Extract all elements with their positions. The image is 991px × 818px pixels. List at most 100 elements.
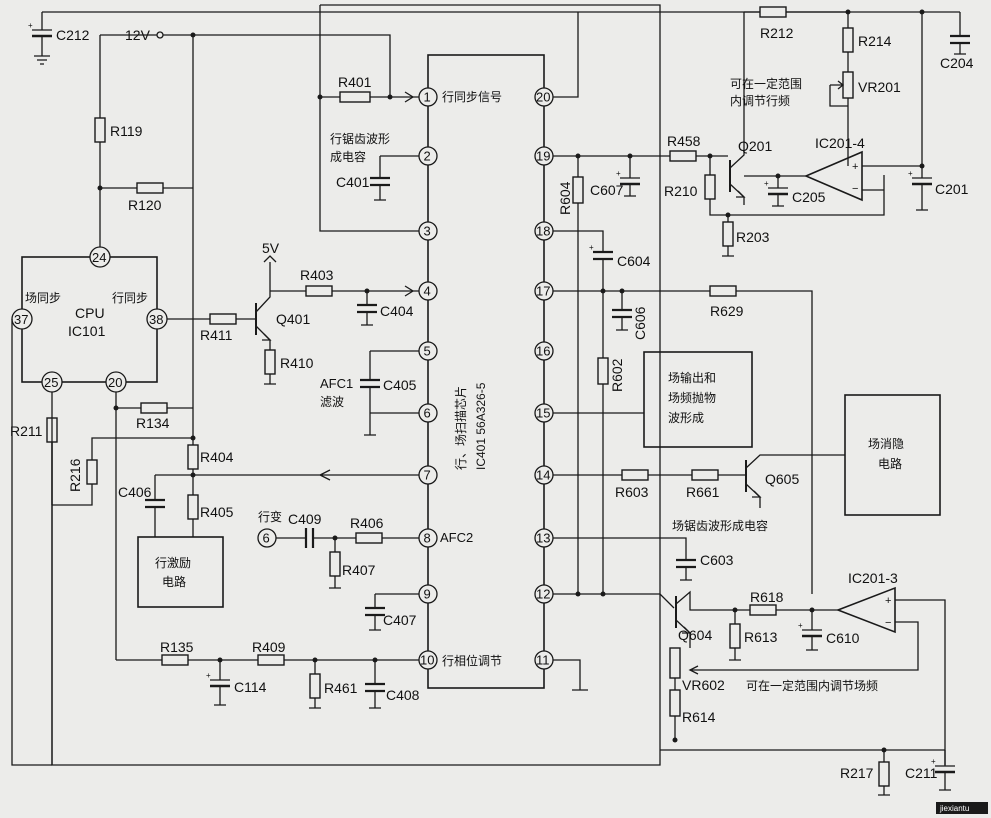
R461-label: R461 bbox=[324, 680, 358, 696]
svg-text:+: + bbox=[885, 595, 891, 607]
q401-section: R411 5V R410 Q401 R403 C404 bbox=[167, 240, 419, 385]
pin-8: 8 bbox=[424, 531, 431, 546]
ic201-4-opamp: + − IC201-4 bbox=[803, 135, 925, 202]
pin-3: 3 bbox=[424, 224, 431, 239]
watermark-text: jiexiantu bbox=[939, 804, 969, 813]
cpu-ref: IC101 bbox=[68, 323, 106, 339]
pin-19: 19 bbox=[536, 149, 550, 164]
R404-label: R404 bbox=[200, 449, 234, 465]
pin-15: 15 bbox=[536, 406, 550, 421]
R401-label: R401 bbox=[338, 74, 372, 90]
cpu-pin-25: 25 bbox=[44, 375, 58, 390]
R403-label: R403 bbox=[300, 267, 334, 283]
v-output-line1: 场输出和 bbox=[668, 370, 716, 385]
pin11-ground bbox=[553, 659, 588, 691]
C205-label: C205 bbox=[792, 189, 826, 205]
pin1-note: 行同步信号 bbox=[442, 90, 502, 104]
R134-label: R134 bbox=[136, 415, 170, 431]
C603-label: C603 bbox=[700, 552, 734, 568]
pin19-section: R604 + C607 R458 R210 Q201 R203 + C205 bbox=[553, 12, 885, 594]
svg-text:+: + bbox=[616, 169, 621, 178]
cpu-ic101: CPU IC101 场同步 行同步 24 37 38 25 20 bbox=[11, 246, 168, 393]
h-drive-block: 行激励 电路 bbox=[137, 536, 224, 608]
pin10-note: 行相位调节 bbox=[442, 653, 502, 668]
C211-label: C211 bbox=[905, 765, 938, 781]
ic201-4-label: IC201-4 bbox=[815, 135, 865, 151]
h-drive-line1: 行激励 bbox=[155, 556, 191, 570]
vr201-section: R212 R214 VR201 可在一定范围 内调节行频 + C201 C204 bbox=[730, 6, 974, 211]
ic401-label-line1: 行、场扫描芯片 bbox=[454, 386, 468, 470]
svg-text:+: + bbox=[798, 621, 803, 630]
pin-1: 1 bbox=[424, 90, 431, 105]
pin8-note: AFC2 bbox=[440, 530, 473, 545]
pin-16: 16 bbox=[536, 344, 550, 359]
vr201-note-b: 内调节行频 bbox=[730, 94, 790, 108]
pin2-note-a: 行锯齿波形 bbox=[330, 131, 390, 146]
R407-label: R407 bbox=[342, 562, 376, 578]
svg-text:+: + bbox=[764, 179, 769, 188]
t402-pin: 6 bbox=[263, 531, 270, 546]
pin-9: 9 bbox=[424, 587, 431, 602]
R217-label: R217 bbox=[840, 765, 874, 781]
VR201-label: VR201 bbox=[858, 79, 901, 95]
pin1-section: R401 bbox=[317, 74, 419, 103]
vr201-note-a: 可在一定范围 bbox=[730, 76, 802, 91]
R411-label: R411 bbox=[200, 327, 233, 343]
C405-label: C405 bbox=[383, 377, 417, 393]
pin-11: 11 bbox=[536, 653, 550, 668]
R211-label: R211 bbox=[10, 423, 43, 439]
pin20-wire bbox=[553, 12, 579, 98]
pin-12: 12 bbox=[536, 587, 550, 602]
pin-10: 10 bbox=[420, 653, 434, 668]
v-output-line2: 场频抛物 bbox=[668, 390, 716, 405]
Q605-label: Q605 bbox=[765, 471, 799, 487]
ic201-3-label: IC201-3 bbox=[848, 570, 898, 586]
pin13-section: 场锯齿波形成电容 C603 bbox=[553, 518, 768, 581]
v-output-block: 场输出和 场频抛物 波形成 bbox=[553, 351, 753, 448]
pin5-note-b: 滤波 bbox=[320, 395, 344, 409]
svg-text:+: + bbox=[908, 169, 913, 178]
C407-label: C407 bbox=[383, 612, 417, 628]
pin-4: 4 bbox=[424, 284, 431, 299]
pin-7: 7 bbox=[424, 468, 431, 483]
v-blank-line2: 电路 bbox=[878, 456, 902, 471]
R216-label: R216 bbox=[67, 458, 83, 492]
pin-2: 2 bbox=[424, 149, 431, 164]
pin9-section: C407 bbox=[365, 593, 419, 631]
R406-label: R406 bbox=[350, 515, 384, 531]
pin12-section: Q604 R618 R613 + C610 bbox=[553, 589, 860, 661]
vr602-section: VR602 可在一定范围内调节场频 R614 bbox=[669, 647, 878, 743]
VR602-label: VR602 bbox=[682, 677, 725, 693]
pin14-section: R603 R661 Q605 bbox=[553, 454, 845, 508]
h-drive-line2: 电路 bbox=[162, 574, 186, 589]
C212-label: C212 bbox=[56, 27, 90, 43]
ic201-3-opamp: + − IC201-3 bbox=[688, 570, 946, 765]
pin-14: 14 bbox=[536, 468, 550, 483]
svg-text:+: + bbox=[852, 161, 858, 173]
R212-label: R212 bbox=[760, 25, 794, 41]
cpu-lower-section: R211 R216 R134 R404 C406 R405 bbox=[10, 392, 419, 660]
pin5-note-a: AFC1 bbox=[320, 376, 353, 391]
cpu-pin-24: 24 bbox=[92, 250, 106, 265]
R602-label: R602 bbox=[609, 358, 625, 392]
R120-label: R120 bbox=[128, 197, 162, 213]
C610-label: C610 bbox=[826, 630, 860, 646]
C409-label: C409 bbox=[288, 511, 322, 527]
v5-label: 5V bbox=[262, 240, 280, 256]
cpu-right-label: 行同步 bbox=[112, 291, 148, 305]
svg-text:−: − bbox=[885, 617, 891, 629]
R661-label: R661 bbox=[686, 484, 720, 500]
R629-label: R629 bbox=[710, 303, 744, 319]
cpu-pin-38: 38 bbox=[149, 312, 163, 327]
ic401-label-line2: IC401 56A326-5 bbox=[474, 382, 488, 470]
C607-label: C607 bbox=[590, 182, 624, 198]
cpu-pin-20: 20 bbox=[108, 375, 122, 390]
R410-label: R410 bbox=[280, 355, 314, 371]
R119-label: R119 bbox=[110, 123, 143, 139]
R603-label: R603 bbox=[615, 484, 649, 500]
pin-17: 17 bbox=[536, 284, 550, 299]
pin5-6-section: C405 bbox=[360, 350, 419, 436]
pin10-section: R135 R409 + C114 R461 C408 bbox=[116, 639, 420, 709]
